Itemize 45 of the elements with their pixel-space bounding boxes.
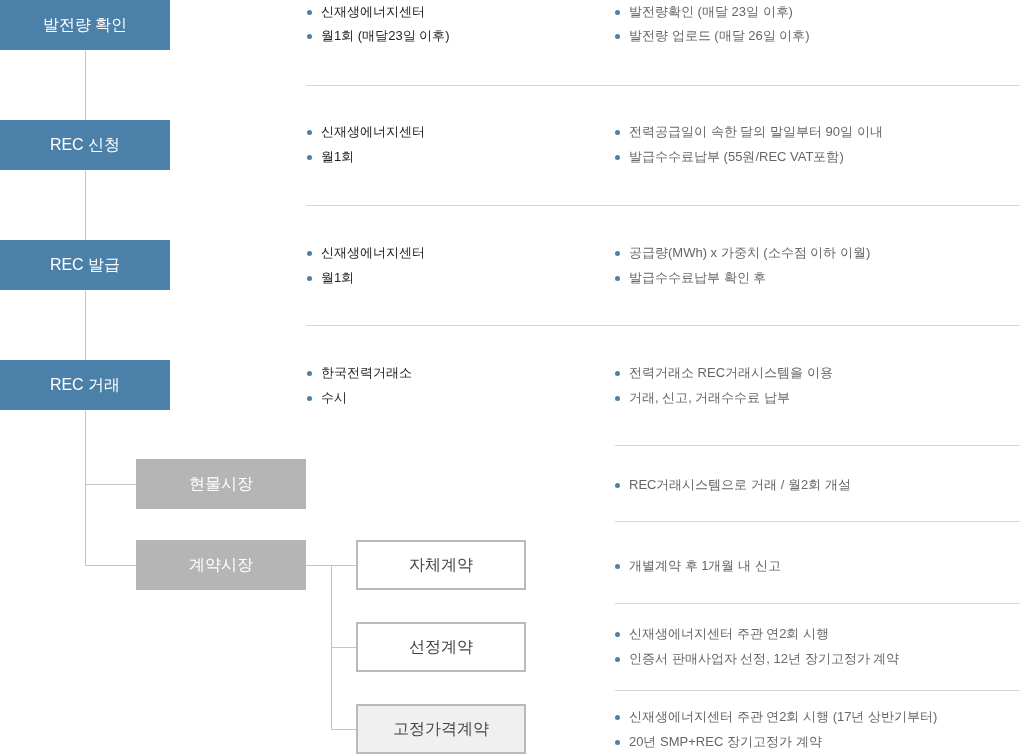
bullet-text: 신재생에너지센터 (321, 3, 425, 21)
step-box (0, 360, 170, 410)
step-label: REC 발급 (49, 255, 121, 275)
bullet-text: REC거래시스템으로 거래 / 월2회 개설 (629, 476, 851, 494)
bullet-text: 월1회 (321, 148, 355, 166)
connector-line (85, 169, 86, 241)
contract-box (356, 622, 526, 672)
contract-label: 고정가격계약 (393, 719, 489, 739)
bullet-text: 신재생에너지센터 (321, 123, 425, 141)
contract-label: 자체계약 (409, 555, 473, 575)
step-box (0, 0, 170, 50)
connector-line (85, 409, 137, 566)
market-label: 계약시장 (189, 555, 253, 575)
step-box (0, 120, 170, 170)
bullet-text: 한국전력거래소 (321, 364, 412, 382)
bullet-text: 20년 SMP+REC 장기고정가 계약 (629, 733, 822, 751)
market-box (136, 459, 306, 509)
bullet-text: 월1회 (321, 269, 355, 287)
bullet-text: 신재생에너지센터 주관 연2회 시행 (629, 625, 830, 643)
bullet-text: 인증서 판매사업자 선정, 12년 장기고정가 계약 (629, 650, 900, 668)
bullet-text: 공급량(MWh) x 가중치 (소수점 이하 이월) (629, 244, 871, 262)
contract-box (356, 540, 526, 590)
bullet-text: 전력공급일이 속한 달의 말일부터 90일 이내 (629, 123, 883, 141)
bullet-text: 발전량확인 (매달 23일 이후) (629, 3, 793, 21)
contract-label: 선정계약 (409, 637, 473, 657)
connector-line (305, 565, 357, 730)
bullet-text: 발급수수료납부 (55원/REC VAT포함) (629, 148, 844, 166)
bullet-text: 발급수수료납부 확인 후 (629, 269, 767, 287)
step-label: REC 신청 (49, 135, 121, 155)
bullet-text: 개별계약 후 1개월 내 신고 (629, 557, 781, 575)
step-label: REC 거래 (49, 375, 121, 395)
bullet-text: 월1회 (매달23일 이후) (321, 27, 450, 45)
market-box (136, 540, 306, 590)
market-label: 현물시장 (189, 474, 253, 494)
step-box (0, 240, 170, 290)
bullet-text: 발전량 업로드 (매달 26일 이후) (629, 27, 810, 45)
contract-box (356, 704, 526, 754)
connector-line (85, 289, 86, 361)
step-label: 발전량 확인 (42, 15, 128, 35)
bullet-text: 거래, 신고, 거래수수료 납부 (629, 389, 791, 407)
bullet-text: 수시 (321, 389, 347, 407)
bullet-text: 신재생에너지센터 (321, 244, 425, 262)
connector-line (85, 49, 86, 121)
bullet-text: 전력거래소 REC거래시스템을 이용 (629, 364, 833, 382)
bullet-text: 신재생에너지센터 주관 연2회 시행 (17년 상반기부터) (629, 708, 938, 726)
